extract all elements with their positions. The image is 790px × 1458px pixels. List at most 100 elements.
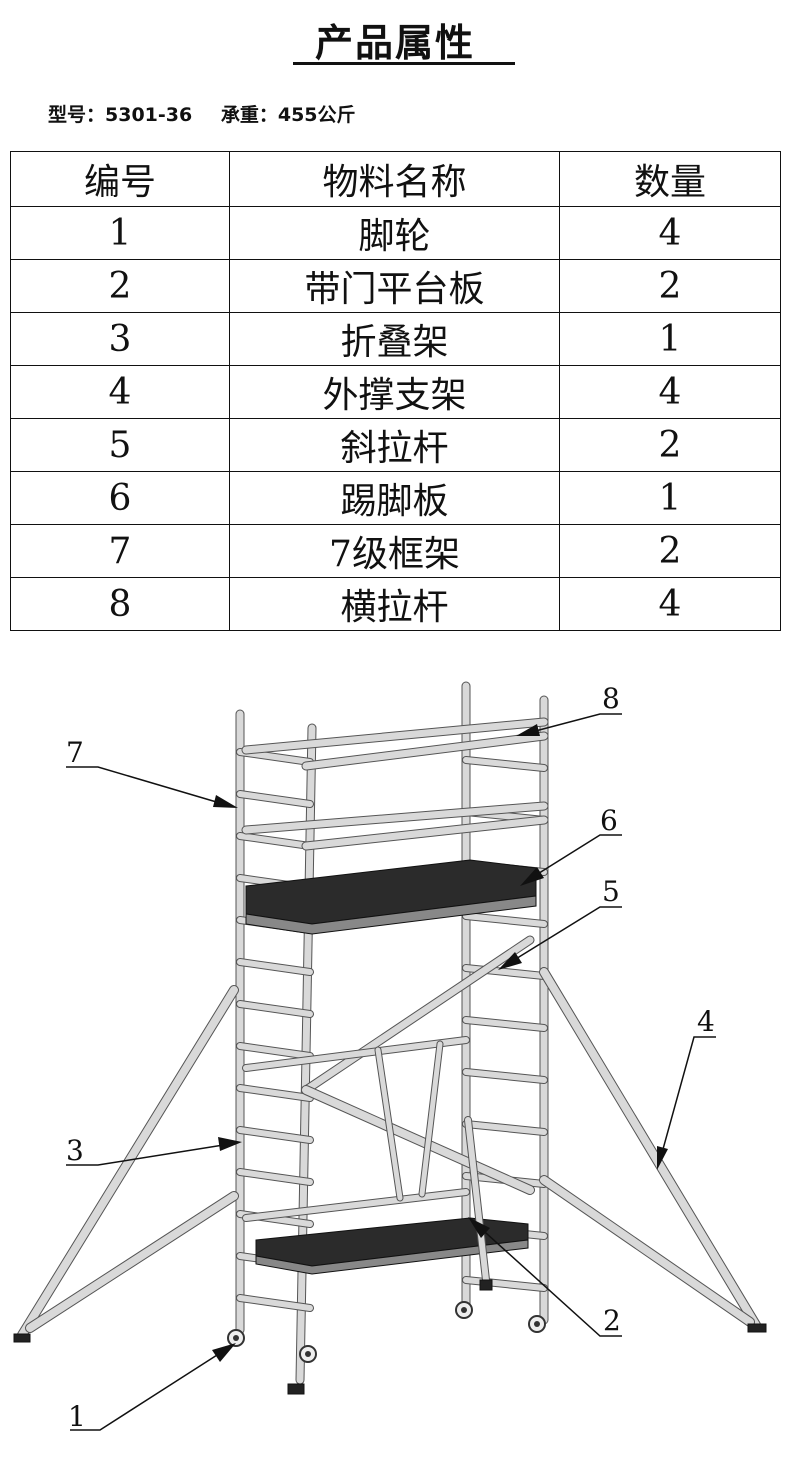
load-capacity: 承重：455公斤 [220,104,356,126]
front-rung-fill [237,1085,313,1101]
cell-number: 2 [10,259,230,313]
table-row: 6 踢脚板 1 [10,471,781,525]
callout-1-label: 1 [68,1400,86,1433]
cell-name: 带门平台板 [229,259,560,313]
cell-quantity: 4 [559,577,781,631]
front-rung-fill [237,1295,313,1311]
header-quantity: 数量 [559,151,781,207]
cell-name: 横拉杆 [229,577,560,631]
front-rung-fill [237,959,313,975]
outrigger-foot [747,1323,767,1333]
cell-number: 8 [10,577,230,631]
cell-quantity: 4 [559,206,781,260]
cell-number: 3 [10,312,230,366]
folding-frame-strut-fill [419,1041,443,1197]
guard-rail-fill [302,816,548,850]
front-rung-fill [237,1001,313,1017]
guard-rail-fill [242,802,548,834]
cell-number: 7 [10,524,230,578]
cell-quantity: 1 [559,312,781,366]
callout-7-label: 7 [66,736,84,769]
back-rung-fill [463,913,547,927]
callout-5: 5 [498,875,622,970]
back-rung-fill [463,1277,547,1291]
cell-number: 6 [10,471,230,525]
front-rung-fill [237,1127,313,1143]
cell-quantity: 2 [559,418,781,472]
callout-1: 1 [68,1343,236,1433]
cell-name: 7级框架 [229,524,560,578]
table-row: 7 7级框架 2 [10,524,781,578]
cell-quantity: 2 [559,259,781,313]
front-rung-fill [237,1169,313,1185]
callout-3-label: 3 [66,1134,84,1167]
header-material-name: 物料名称 [229,151,560,207]
title-underline [293,62,515,65]
callout-8: 8 [516,682,622,736]
back-rung-fill [463,757,547,771]
guard-rail-fill [302,732,548,770]
callout-7: 7 [66,736,238,808]
diagonal-brace-fill [302,1086,534,1194]
cell-name: 踢脚板 [229,471,560,525]
scaffold-diagram: 1 2 3 4 5 6 7 [13,681,767,1433]
callout-4: 4 [657,1005,716,1170]
cell-name: 脚轮 [229,206,560,260]
callout-8-label: 8 [602,682,620,715]
table-header-row: 编号 物料名称 数量 [10,151,781,207]
caster-wheel-hub [233,1335,239,1341]
top-platform-edge [245,895,537,935]
table-row: 2 带门平台板 2 [10,259,781,313]
folding-frame-bar-fill [243,1037,469,1071]
table-row: 1 脚轮 4 [10,206,781,260]
front-rung-fill [237,833,313,849]
leg-foot [287,1383,305,1395]
outrigger-foot [13,1333,31,1343]
spec-line: 型号：5301-36 承重：455公斤 [48,100,378,127]
callout-5-label: 5 [602,875,620,908]
cell-name: 折叠架 [229,312,560,366]
cell-quantity: 2 [559,524,781,578]
back-rung-fill [463,1121,547,1135]
cell-quantity: 4 [559,365,781,419]
table-row: 8 横拉杆 4 [10,577,781,631]
scaffold-illustration [13,681,767,1395]
caster-wheel-hub [461,1307,467,1313]
caster-wheel-hub [534,1321,540,1327]
table-row: 3 折叠架 1 [10,312,781,366]
outrigger-fill [540,1176,754,1326]
table-row: 5 斜拉杆 2 [10,418,781,472]
back-support-fill [465,1117,489,1283]
cell-number: 5 [10,418,230,472]
callout-3: 3 [66,1134,242,1167]
back-rung-fill [463,1017,547,1031]
callout-6-label: 6 [600,804,618,837]
back-rung-fill [463,1069,547,1083]
callout-layer: 1 2 3 4 5 6 7 [66,682,716,1433]
header-number: 编号 [10,151,230,207]
outrigger-fill [26,1192,238,1332]
model-number: 型号：5301-36 [48,104,193,126]
guard-rail-fill [242,718,548,754]
cell-quantity: 1 [559,471,781,525]
cell-name: 斜拉杆 [229,418,560,472]
folding-frame-strut-fill [375,1047,403,1201]
outrigger-fill [540,968,760,1329]
cell-name: 外撑支架 [229,365,560,419]
cell-number: 1 [10,206,230,260]
parts-table: 编号 物料名称 数量 1 脚轮 4 2 带门平台板 2 3 折叠架 1 4 外撑… [10,151,781,631]
folding-frame-bar-fill [243,1189,469,1221]
callout-2: 2 [468,1217,622,1337]
outrigger-fill [18,986,238,1339]
diagonal-brace-fill [302,936,534,1094]
bottom-platform-edge [255,1239,529,1275]
cell-number: 4 [10,365,230,419]
caster-wheel-hub [305,1351,311,1357]
leg-foot [479,1279,493,1291]
page-title: 产品属性 [314,21,475,65]
table-row: 4 外撑支架 4 [10,365,781,419]
callout-6: 6 [520,804,622,886]
callout-4-label: 4 [697,1005,715,1038]
front-rung-fill [237,1043,313,1059]
front-rung-fill [237,791,313,807]
